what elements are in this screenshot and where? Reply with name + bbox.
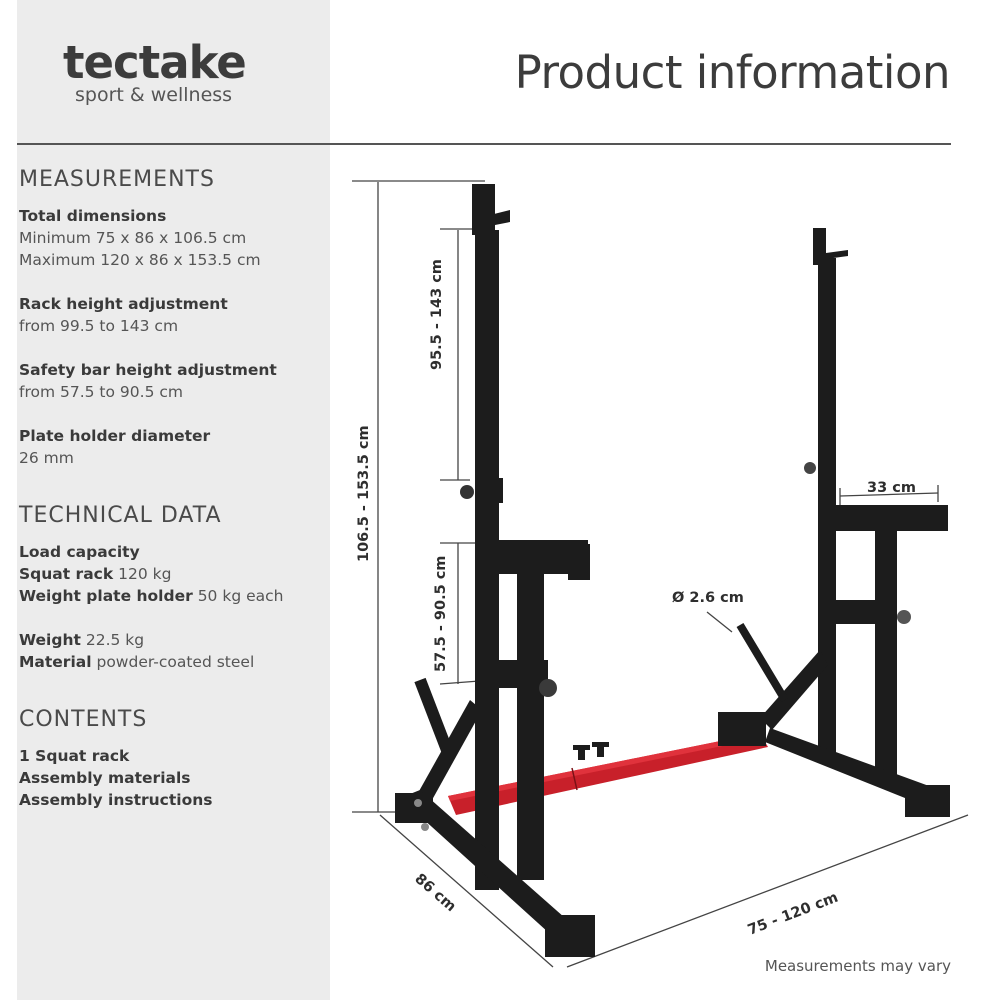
spec-list: MEASUREMENTS Total dimensions Minimum 75… — [19, 167, 324, 833]
contents-heading: CONTENTS — [19, 707, 148, 732]
rack-height-value: from 99.5 to 143 cm — [19, 317, 179, 335]
contents-item: Assembly materials — [19, 769, 191, 787]
weight-row: Weight 22.5 kg — [19, 629, 324, 651]
plate-holder-value: 26 mm — [19, 449, 74, 467]
squat-rack-value: 120 kg — [118, 565, 172, 583]
load-capacity-label: Load capacity — [19, 543, 140, 561]
measurements-heading: MEASUREMENTS — [19, 167, 215, 192]
right-safety-post — [875, 520, 897, 785]
safety-height-label: 57.5 - 90.5 cm — [433, 556, 449, 672]
contents-item: 1 Squat rack — [19, 747, 130, 765]
page-title: Product information — [514, 46, 951, 99]
total-height-label: 106.5 - 153.5 cm — [356, 425, 372, 562]
measurements-note: Measurements may vary — [764, 957, 951, 975]
total-dimensions-max: Maximum 120 x 86 x 153.5 cm — [19, 251, 261, 269]
left-stand — [395, 184, 595, 957]
plate-holder-load-value: 50 kg each — [197, 587, 284, 605]
rack-height-label: 95.5 - 143 cm — [429, 259, 445, 370]
material-value: powder-coated steel — [96, 653, 255, 671]
plate-holder-block: Plate holder diameter 26 mm — [19, 425, 324, 469]
safety-bar-label: Safety bar height adjustment — [19, 361, 277, 379]
technical-heading: TECHNICAL DATA — [19, 503, 222, 528]
diameter-pointer — [706, 611, 733, 633]
rack-height-block: Rack height adjustment from 99.5 to 143 … — [19, 293, 324, 337]
sidebar-panel — [17, 0, 330, 1000]
plate-holder-label: Plate holder diameter — [19, 427, 211, 445]
safety-bar-block: Safety bar height adjustment from 57.5 t… — [19, 359, 324, 403]
logo-wordmark: tectake — [63, 36, 247, 89]
squat-rack-diagram: 106.5 - 153.5 cm 95.5 - 143 cm 57.5 - 90… — [352, 180, 969, 968]
header-divider — [17, 143, 951, 145]
total-dimensions-block: Total dimensions Minimum 75 x 86 x 106.5… — [19, 205, 324, 271]
plate-holder-load-row: Weight plate holder 50 kg each — [19, 585, 324, 607]
diameter-label: Ø 2.6 cm — [672, 590, 744, 606]
contents-item: Assembly instructions — [19, 791, 213, 809]
material-label: Material — [19, 653, 92, 671]
total-dimensions-label: Total dimensions — [19, 207, 167, 225]
contents-list: 1 Squat rack Assembly materials Assembly… — [19, 745, 324, 811]
weight-label: Weight — [19, 631, 81, 649]
squat-rack-label: Squat rack — [19, 565, 114, 583]
brand-logo: tectake sport & wellness — [63, 36, 263, 106]
material-row: Material powder-coated steel — [19, 651, 324, 673]
squat-rack-row: Squat rack 120 kg — [19, 563, 324, 585]
load-capacity-block: Load capacity Squat rack 120 kg Weight p… — [19, 541, 324, 607]
logo-tagline: sport & wellness — [75, 84, 233, 106]
arm-length-line — [839, 492, 939, 497]
safety-bar-value: from 57.5 to 90.5 cm — [19, 383, 183, 401]
width-line — [566, 814, 969, 968]
width-label: 75 - 120 cm — [746, 890, 841, 939]
depth-line — [379, 814, 554, 968]
plate-holder-load-label: Weight plate holder — [19, 587, 193, 605]
weight-material-block: Weight 22.5 kg Material powder-coated st… — [19, 629, 324, 673]
left-safety-post — [517, 560, 544, 880]
arm-length-label: 33 cm — [867, 480, 916, 496]
right-main-post — [818, 258, 836, 758]
weight-value: 22.5 kg — [85, 631, 145, 649]
right-stand — [718, 228, 950, 817]
rack-height-label: Rack height adjustment — [19, 295, 228, 313]
total-dimensions-min: Minimum 75 x 86 x 106.5 cm — [19, 229, 247, 247]
